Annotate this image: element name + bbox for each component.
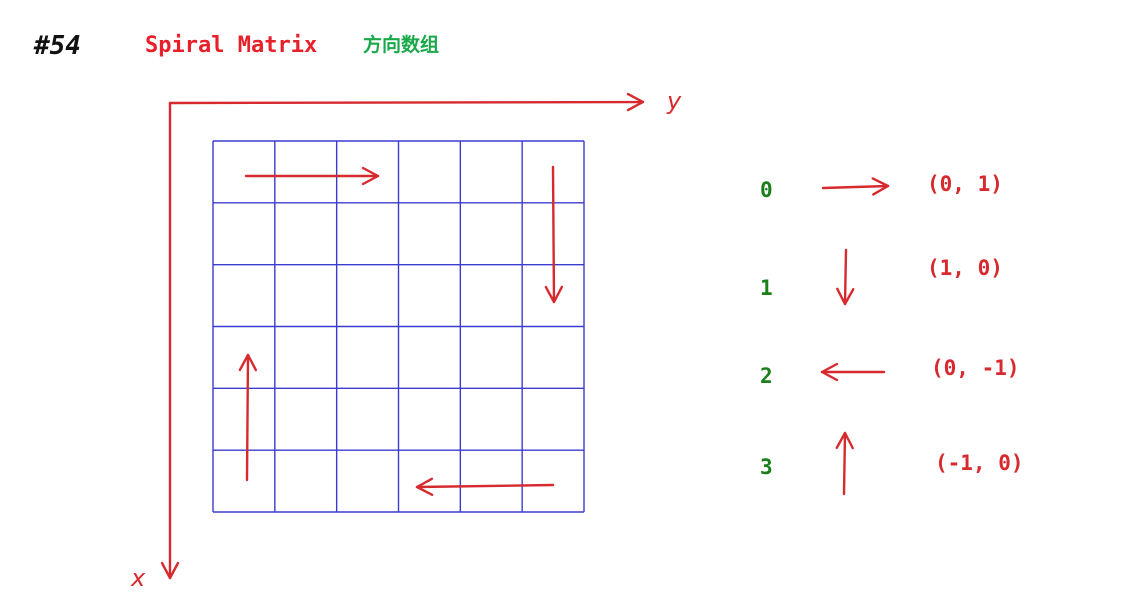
problem-subtitle: 方向数组 (363, 33, 439, 56)
direction-index: 2 (760, 364, 773, 388)
problem-title: Spiral Matrix (145, 33, 317, 58)
x-axis-label: x (130, 564, 146, 592)
direction-legend: 0 (0, 1) 1 (1, 0) 2 (0, -1) 3 (-1, 0) (760, 172, 1024, 496)
right-arrow-icon (821, 177, 890, 196)
spiral-down-arrow (544, 165, 564, 304)
direction-index: 0 (760, 178, 773, 202)
direction-vector: (0, 1) (927, 172, 1003, 196)
spiral-up-arrow (238, 353, 258, 482)
direction-index: 1 (760, 276, 773, 300)
direction-index: 3 (760, 455, 773, 479)
direction-vector: (0, -1) (931, 356, 1020, 380)
matrix-grid (212, 140, 585, 513)
up-arrow-icon (835, 431, 854, 496)
y-axis-arrow (168, 92, 645, 112)
y-axis-label: y (666, 87, 682, 115)
problem-number: #54 (33, 31, 81, 61)
direction-vector: (1, 0) (927, 256, 1003, 280)
spiral-left-arrow (415, 477, 555, 496)
down-arrow-icon (836, 248, 855, 306)
direction-vector: (-1, 0) (935, 451, 1024, 475)
